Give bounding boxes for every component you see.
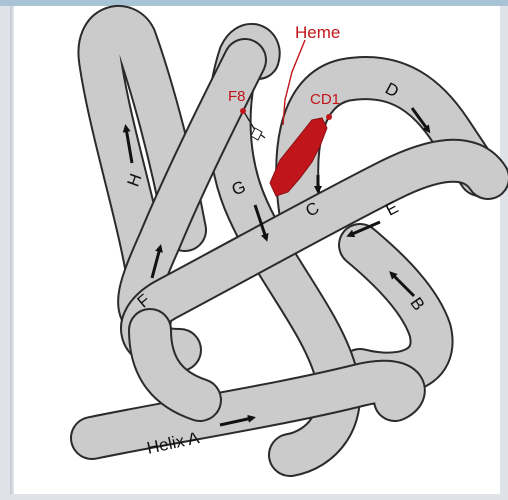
f8-label: F8 bbox=[228, 88, 246, 105]
f8-heme-link-diamond bbox=[251, 128, 262, 140]
helix-e-label: E bbox=[382, 198, 401, 220]
f8-residue-dot bbox=[240, 108, 246, 114]
cd1-label: CD1 bbox=[310, 91, 340, 108]
cd1-residue-dot bbox=[326, 114, 332, 120]
heme-label: Heme bbox=[295, 23, 340, 42]
